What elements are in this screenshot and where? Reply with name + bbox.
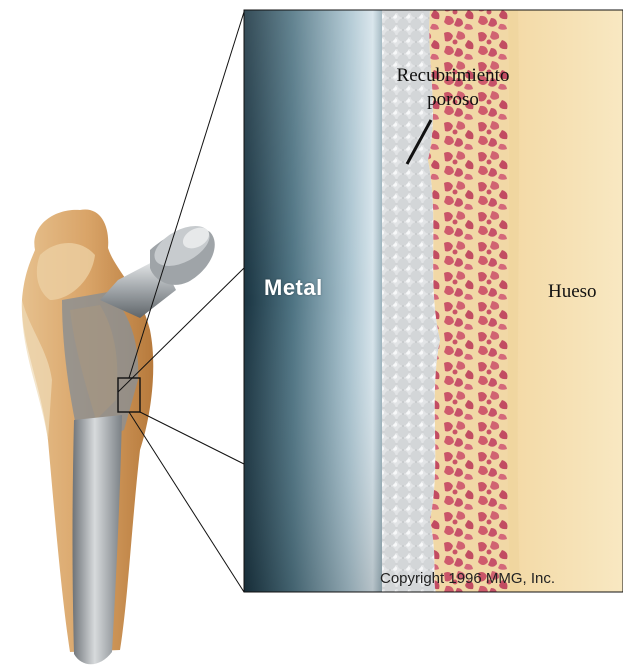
metal-label: Metal xyxy=(264,275,323,301)
femur-illustration xyxy=(22,209,216,664)
copyright-text: Copyright 1996 MMG, Inc. xyxy=(380,570,555,587)
bone-label: Hueso xyxy=(548,281,597,303)
porous-coating-label-line1: Recubrimiento xyxy=(388,64,518,88)
porous-coating-label-line2: poroso xyxy=(388,88,518,112)
porous-coating-label: Recubrimiento poroso xyxy=(388,64,518,112)
